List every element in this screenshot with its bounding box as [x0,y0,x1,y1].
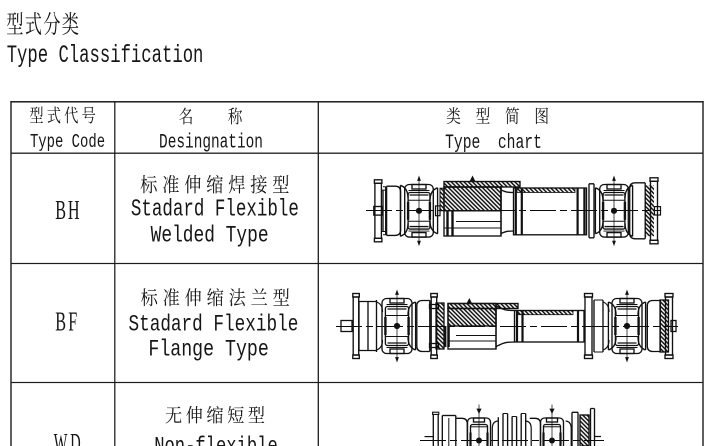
svg-text:Stadard Flexible: Stadard Flexible [128,312,298,338]
svg-text:Type chart: Type chart [445,132,542,155]
svg-text:W: W [54,428,68,446]
svg-text:Type Classification: Type Classification [7,42,204,70]
svg-text:Type Code: Type Code [30,132,105,154]
svg-text:Non-flexible: Non-flexible [154,434,278,446]
svg-text:H: H [68,195,80,225]
svg-text:B: B [55,195,66,225]
svg-text:Welded Type: Welded Type [151,223,269,249]
svg-text:F: F [68,306,77,336]
svg-text:Stadard Flexible: Stadard Flexible [131,197,299,223]
svg-text:B: B [55,306,66,336]
svg-text:Desingnation: Desingnation [159,131,263,154]
svg-text:D: D [70,428,80,446]
svg-text:Flange Type: Flange Type [148,338,268,364]
